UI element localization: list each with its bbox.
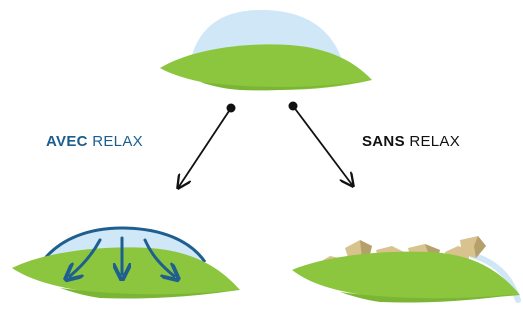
relax-dome-outline [40,226,207,263]
lens-without-relax [292,236,521,303]
bottom-left-leaf-shade [60,288,238,299]
crystal-6-shade [474,236,486,258]
bottom-right-leaf-shade [340,292,518,303]
label-without-relax-rest: RELAX [409,133,461,150]
top-leaf [160,44,372,90]
diffusion-arrows [70,236,174,276]
label-with-relax-bold: AVEC [46,133,88,150]
diffusion-arrow-right [143,238,174,276]
bottom-right-leaf [292,251,520,300]
label-with-relax: AVEC RELAX [46,133,143,150]
lens-with-relax [12,226,240,299]
label-without-relax-bold: SANS [362,133,405,150]
connector-arrows [178,101,353,189]
connector-arrow-right [292,105,353,186]
bottom-left-leaf [12,247,240,296]
connector-arrow-left [178,107,232,188]
top-leaf-shade [200,80,370,91]
label-with-relax-rest: RELAX [92,133,143,150]
top-lens [160,10,372,91]
label-without-relax: SANS RELAX [362,133,460,150]
diffusion-arrow-left [70,238,102,276]
